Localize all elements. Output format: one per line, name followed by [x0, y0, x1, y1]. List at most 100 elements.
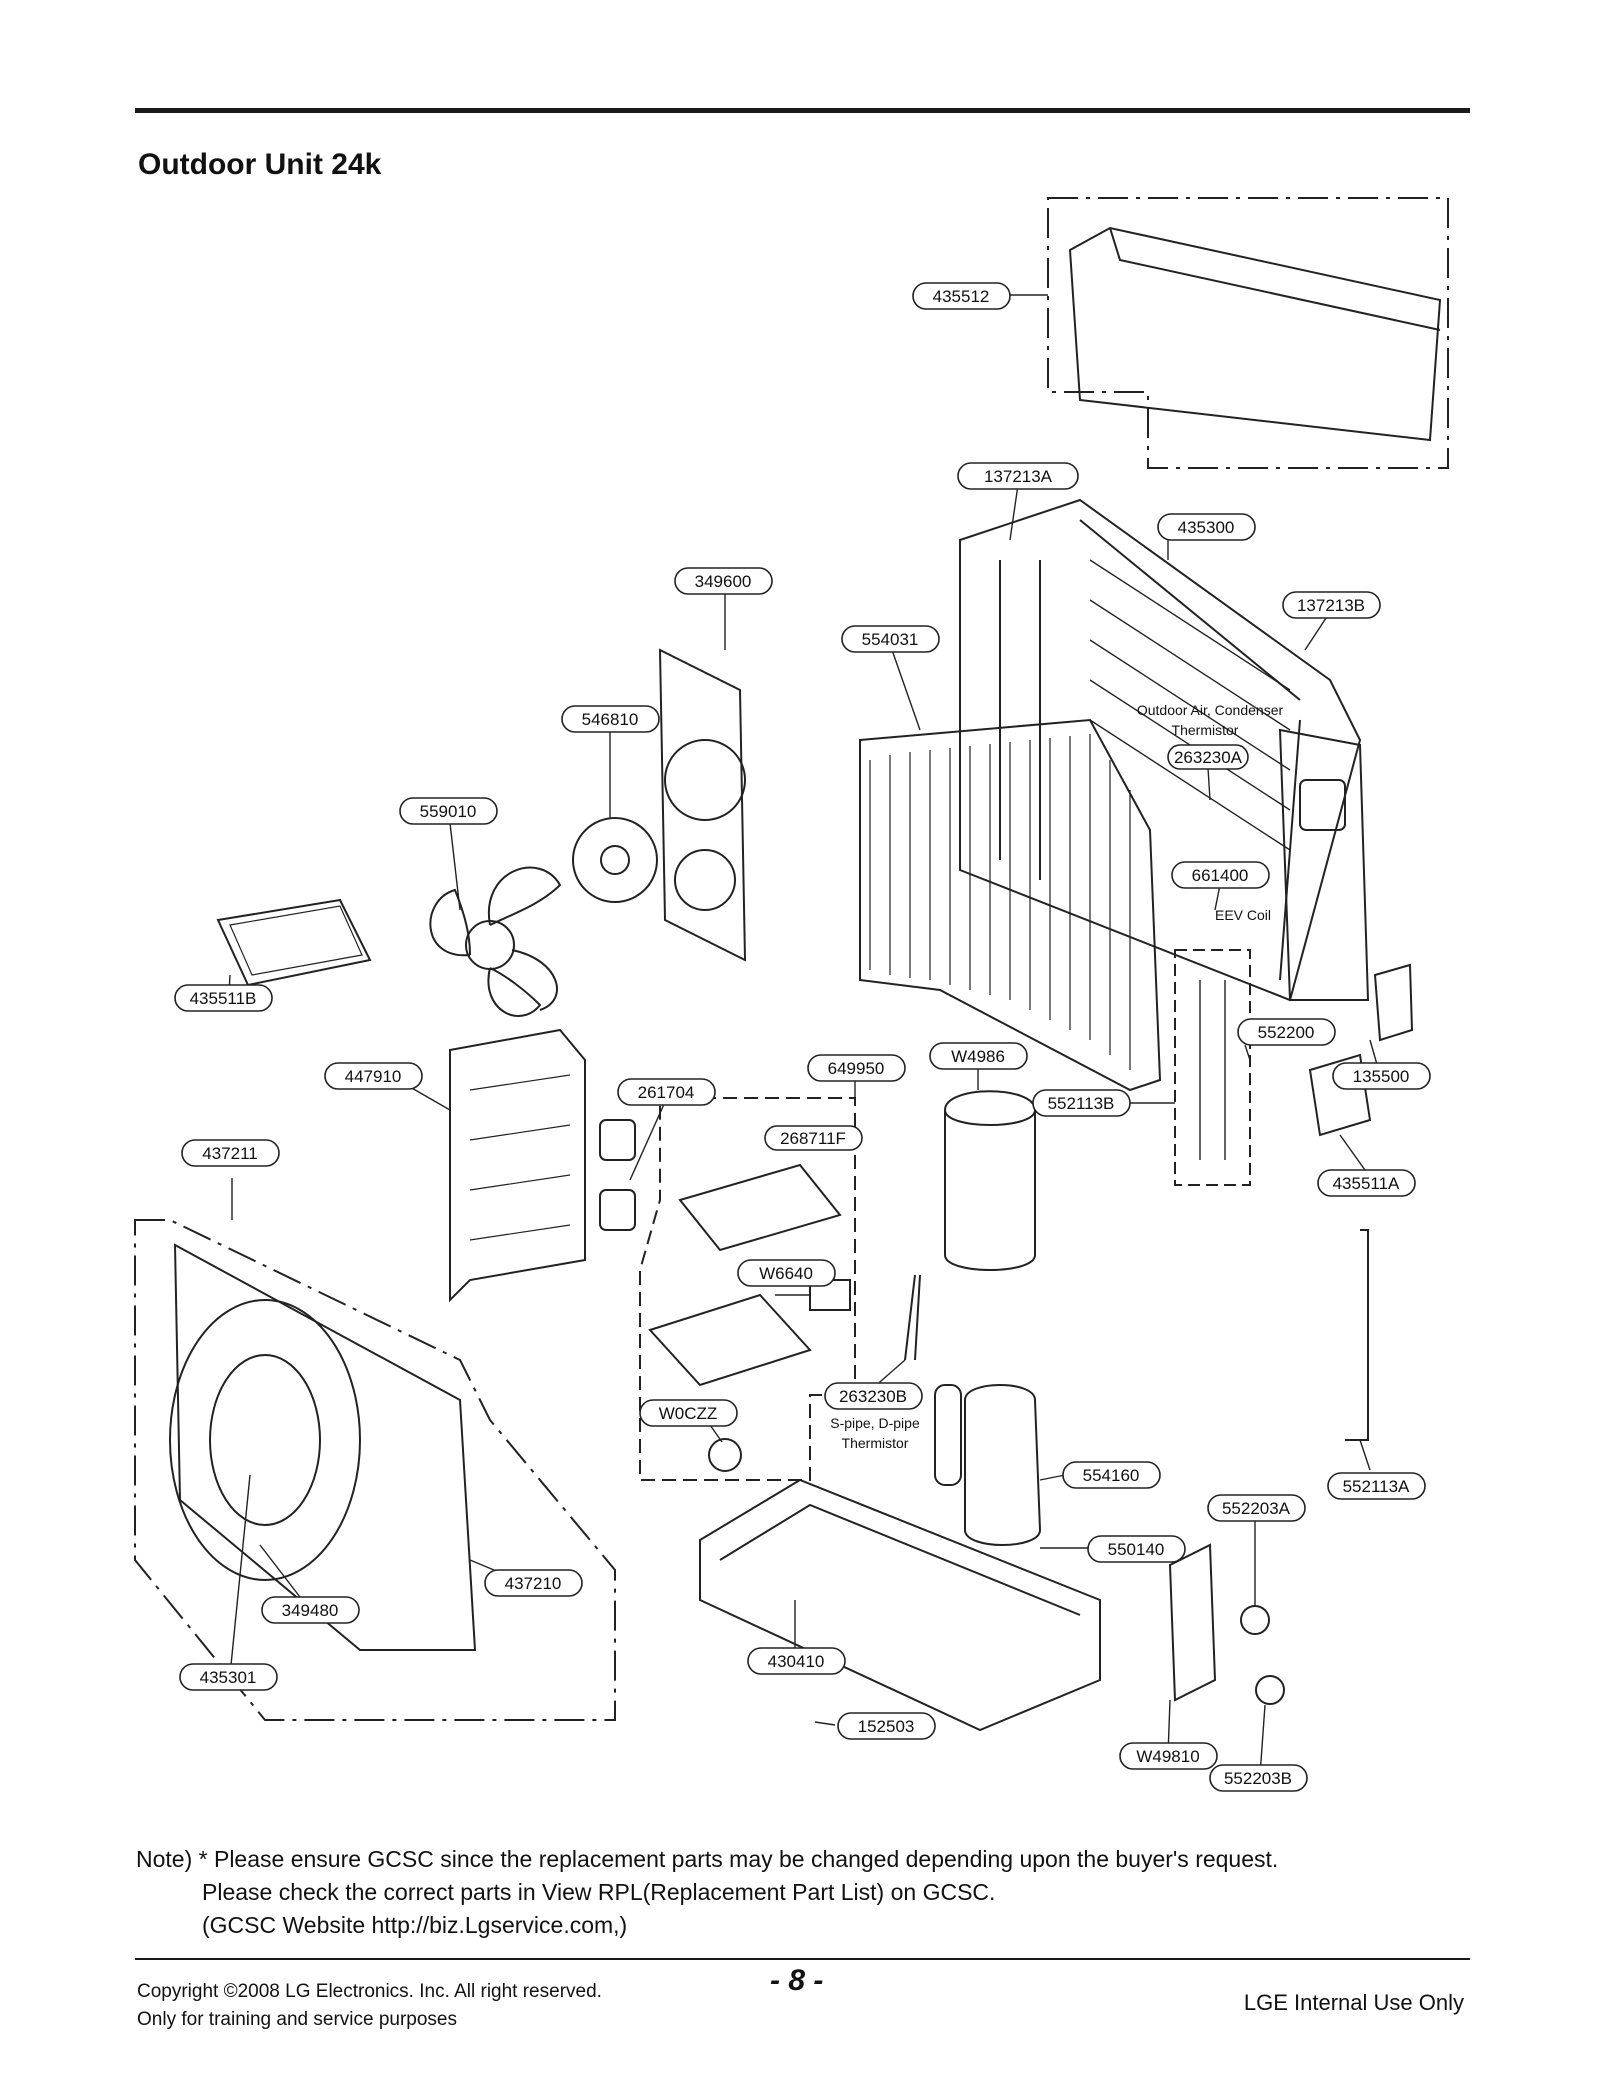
control-box-cover — [216, 898, 372, 987]
callout-21-bubble — [737, 1259, 836, 1287]
callout-10-bubble — [174, 984, 273, 1012]
valve-a — [1240, 1605, 1270, 1635]
callout-33-bubble — [1119, 1742, 1218, 1770]
page-title: Outdoor Unit 24k — [138, 148, 382, 181]
callout-27-bubble — [1087, 1535, 1186, 1563]
barrier-plate — [449, 1028, 586, 1303]
callout-1-label: 137213A — [984, 467, 1053, 486]
note-line-3: (GCSC Website http://biz.Lgservice.com,) — [202, 1912, 628, 1938]
callout-8-label: 559010 — [420, 802, 477, 821]
note-line-2: Please check the correct parts in View R… — [202, 1879, 996, 1905]
control-box — [648, 1293, 812, 1387]
replacement-note: Note) * Please ensure GCSC since the rep… — [136, 1843, 1278, 1942]
callout-9-label: 661400 — [1192, 866, 1249, 885]
front-grille-panel — [173, 1243, 477, 1651]
callout-3-label: 137213B — [1297, 596, 1365, 615]
exploded-parts-diagram: 435512 137213A 435300 137213B 349600 554… — [134, 197, 1449, 1792]
callout-31-bubble — [179, 1663, 278, 1691]
callout-30-bubble — [747, 1647, 846, 1675]
callout-12-bubble — [324, 1062, 423, 1090]
callout-17-label: 552113B — [1048, 1094, 1115, 1113]
callout-30-label: 430410 — [768, 1652, 825, 1671]
callout-29-bubble — [261, 1596, 360, 1624]
callout-22-bubble — [824, 1382, 923, 1410]
callout-0-bubble — [912, 282, 1011, 310]
callout-14-label: W4986 — [951, 1047, 1005, 1066]
callout-16-label: 261704 — [638, 1083, 695, 1102]
accumulator — [934, 1384, 962, 1486]
valve-plate — [1168, 1543, 1217, 1702]
callout-11-label: 552200 — [1258, 1023, 1315, 1042]
callout-labels: 435512 137213A 435300 137213B 349600 554… — [190, 287, 1410, 1788]
callout-15-label: 135500 — [1353, 1067, 1410, 1086]
cover-435511a — [1308, 1053, 1372, 1137]
callout-6-label: 546810 — [582, 710, 639, 729]
callout-6-bubble — [561, 705, 660, 733]
callout-27-label: 550140 — [1108, 1540, 1165, 1559]
callout-7-label: 263230A — [1174, 748, 1243, 767]
callout-2-bubble — [1157, 513, 1256, 541]
callout-4-label: 349600 — [695, 572, 752, 591]
callout-33-label: W49810 — [1136, 1747, 1199, 1766]
callout-10-label: 435511B — [190, 989, 257, 1008]
callout-19-bubble — [181, 1139, 280, 1167]
outdoor-air-label-2: Thermistor — [1172, 722, 1239, 738]
callout-13-label: 649950 — [828, 1059, 885, 1078]
reactor-bottom — [599, 1189, 636, 1231]
callout-25-bubble — [1327, 1472, 1426, 1500]
callout-11-bubble — [1237, 1018, 1336, 1046]
eev-coil-label: EEV Coil — [1215, 907, 1271, 923]
motor-bracket — [658, 648, 747, 962]
top-cover-outline — [1047, 197, 1449, 469]
callout-16-bubble — [617, 1078, 716, 1106]
callout-3-bubble — [1282, 591, 1381, 619]
base-pan — [699, 1478, 1101, 1732]
condenser-coil — [859, 718, 1162, 1092]
callout-5-bubble — [841, 625, 940, 653]
leader-lines — [227, 294, 1381, 1776]
callout-32-label: 152503 — [858, 1717, 915, 1736]
top-cover-panel — [1068, 226, 1442, 442]
callout-9-bubble — [1171, 861, 1270, 889]
callout-22-label: 263230B — [839, 1387, 907, 1406]
copyright: Copyright ©2008 LG Electronics. Inc. All… — [137, 1978, 602, 2034]
spipe-label-2: Thermistor — [842, 1435, 909, 1451]
copyright-line-2: Only for training and service purposes — [137, 2009, 457, 2030]
callout-14-bubble — [929, 1042, 1028, 1070]
pipe-552113a — [1345, 1229, 1369, 1441]
callout-1-bubble — [957, 462, 1079, 490]
callout-29-label: 349480 — [282, 1601, 339, 1620]
callout-18-bubble — [764, 1125, 863, 1151]
handle — [1373, 963, 1414, 1042]
callout-5-label: 554031 — [862, 630, 919, 649]
callout-20-label: 435511A — [1333, 1174, 1400, 1193]
outdoor-air-label-1: Outdoor Air, Condenser — [1137, 702, 1284, 718]
callout-bubbles — [174, 282, 1431, 1792]
callout-23-bubble — [639, 1399, 738, 1427]
callout-32-bubble — [837, 1712, 936, 1740]
callout-23-label: W0CZZ — [659, 1404, 718, 1423]
callout-34-bubble — [1209, 1764, 1308, 1792]
fan-motor — [572, 817, 658, 903]
callout-24-label: 554160 — [1083, 1466, 1140, 1485]
internal-use-label: LGE Internal Use Only — [1243, 1990, 1464, 2015]
callout-28-bubble — [484, 1569, 583, 1597]
callout-13-bubble — [807, 1054, 906, 1082]
spipe-label-1: S-pipe, D-pipe — [830, 1415, 920, 1431]
rear-frame — [959, 498, 1362, 1002]
eev-assembly-outline — [1174, 949, 1251, 1186]
pipe-thermistor — [904, 1274, 921, 1361]
callout-20-bubble — [1317, 1169, 1416, 1197]
footer-rule — [135, 1958, 1470, 1960]
callout-31-label: 435301 — [200, 1668, 257, 1687]
callout-26-label: 552203A — [1222, 1499, 1291, 1518]
front-panel-outline — [134, 1219, 616, 1721]
note-line-1: Note) * Please ensure GCSC since the rep… — [136, 1846, 1279, 1872]
callout-15-bubble — [1332, 1062, 1431, 1090]
top-rule — [135, 108, 1470, 113]
compressor — [964, 1384, 1042, 1546]
callout-18-label: 268711F — [780, 1129, 846, 1148]
side-panel — [1278, 728, 1370, 1001]
callout-24-bubble — [1062, 1461, 1161, 1489]
callout-2-label: 435300 — [1178, 518, 1235, 537]
